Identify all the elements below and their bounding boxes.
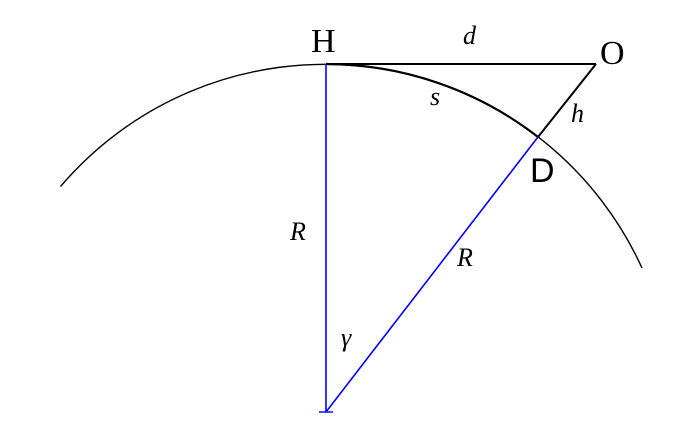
radius-line-diagonal [325,136,539,413]
label-H: H [311,23,336,60]
label-R-vertical: R [289,217,306,246]
label-d: d [463,21,477,50]
label-O: O [600,35,625,72]
label-s: s [430,82,440,111]
label-R-diagonal: R [456,243,473,272]
earth-surface-arc [59,63,643,269]
label-h: h [571,99,584,128]
label-D: D [530,152,555,190]
height-line-h [537,63,597,138]
arc-segment-s [325,62,539,138]
label-gamma: γ [341,323,352,352]
